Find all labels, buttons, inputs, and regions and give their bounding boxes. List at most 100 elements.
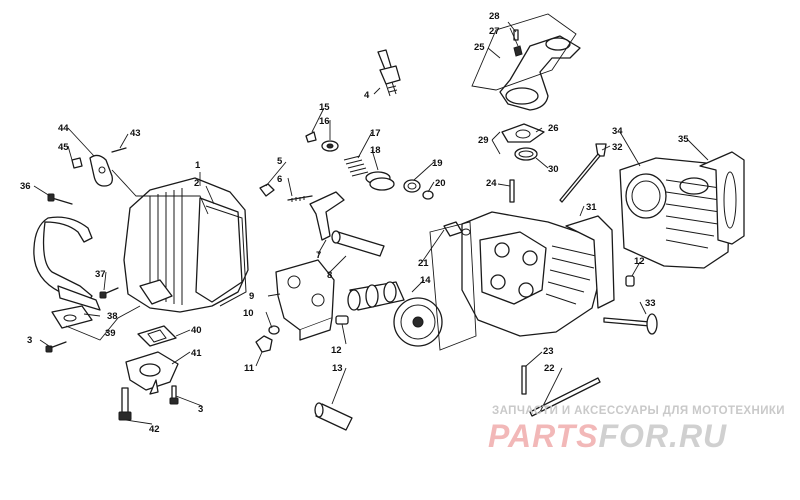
callout-18: 18 [370,145,381,156]
callout-4: 4 [364,90,370,101]
callout-30: 30 [548,164,559,175]
callout-27: 27 [489,26,500,37]
callout-32: 32 [612,142,623,153]
callout-17: 17 [370,128,381,139]
callout-11: 11 [244,363,255,374]
plate-40 [137,325,177,347]
cylinder-head-21 [461,211,615,337]
callout-31: 31 [586,202,597,213]
callout-22: 22 [544,363,555,374]
seal-19 [403,179,421,193]
nut-5 [259,183,275,197]
stud-23 [521,365,527,395]
callout-3: 3 [198,404,203,415]
camshaft-14 [347,281,443,347]
stud-22 [529,377,601,417]
callout-21: 21 [418,258,429,269]
group-outlines [65,13,577,351]
retainer-16 [321,140,339,152]
callout-3: 3 [27,335,32,346]
spring-seat-18 [365,171,395,191]
callout-1: 1 [195,160,201,171]
adjuster-screw-6 [287,195,313,202]
callout-33: 33 [645,298,656,309]
bolt-37 [99,287,119,299]
callout-37: 37 [95,269,106,280]
gasket-26 [501,123,545,143]
bolt-27 [513,45,523,57]
callout-29: 29 [478,135,489,146]
cylinder-gasket-35 [699,151,745,245]
valve-spring-17 [343,155,369,177]
callout-10: 10 [243,308,254,319]
callout-36: 36 [20,181,31,192]
bolt-42 [118,387,132,421]
breather-plate-44 [89,154,113,187]
callout-41: 41 [191,348,202,359]
spark-plug-4 [377,49,401,97]
carry-handle-bracket [33,216,101,311]
nut-45 [71,157,83,169]
callout-12: 12 [331,345,342,356]
callout-2: 2 [194,178,199,189]
callout-15: 15 [319,102,330,113]
pin-13 [314,402,353,431]
camshaft-holder-9 [275,259,335,341]
stud-bolt-24 [509,179,515,203]
callout-14: 14 [420,275,431,286]
valve-32 [559,143,607,203]
o-ring-30 [514,147,538,161]
watermark-logo-part1: PARTS [488,418,599,454]
callout-45: 45 [58,142,69,153]
leader-lines [33,21,709,425]
callout-38: 38 [107,311,118,322]
callout-7: 7 [316,250,321,261]
clip-15 [305,131,317,143]
intake-manifold-25 [499,35,581,111]
callout-24: 24 [486,178,497,189]
callout-25: 25 [474,42,485,53]
cylinder-head-cover [123,177,249,313]
callout-20: 20 [435,178,446,189]
callout-35: 35 [678,134,689,145]
bolt-3-center [169,385,179,405]
callout-42: 42 [149,424,160,435]
callout-6: 6 [277,174,282,185]
bolt-3-left [45,341,67,353]
callout-26: 26 [548,123,559,134]
callout-28: 28 [489,11,500,22]
cover-gasket-2 [205,205,247,307]
washer-20 [422,190,434,200]
callout-34: 34 [612,126,623,137]
bolt-36 [47,193,73,205]
bolt-43 [111,147,127,153]
pin-28 [513,29,519,41]
callout-23: 23 [543,346,554,357]
watermark-logo-part2: FOR.RU [598,418,728,454]
pin-12-left [335,315,349,325]
valve-33 [603,313,658,335]
rocker-arm-7 [309,191,345,241]
callout-19: 19 [432,158,443,169]
callout-43: 43 [130,128,141,139]
callout-40: 40 [191,325,202,336]
watermark-caption: ЗАПЧАСТИ И АКСЕССУАРЫ ДЛЯ МОТОТЕХНИКИ [492,405,785,417]
rocker-shaft-8 [331,230,385,257]
washer-10 [268,325,280,335]
callout-16: 16 [319,116,330,127]
gasket-39 [51,305,93,329]
holder-41 [125,351,179,395]
callout-39: 39 [105,328,116,339]
callout-12: 12 [634,256,645,267]
watermark-logo: PARTSFOR.RU [488,418,788,455]
callout-5: 5 [277,156,283,167]
nut-11 [255,335,273,353]
callout-8: 8 [327,270,332,281]
cylinder-34 [619,157,731,269]
callout-13: 13 [332,363,343,374]
callout-9: 9 [249,291,254,302]
callout-44: 44 [58,123,69,134]
pin-12-right [625,275,635,287]
callout-labels: 1 2 3 3 4 5 6 7 8 9 10 11 12 12 13 14 15… [20,11,689,435]
